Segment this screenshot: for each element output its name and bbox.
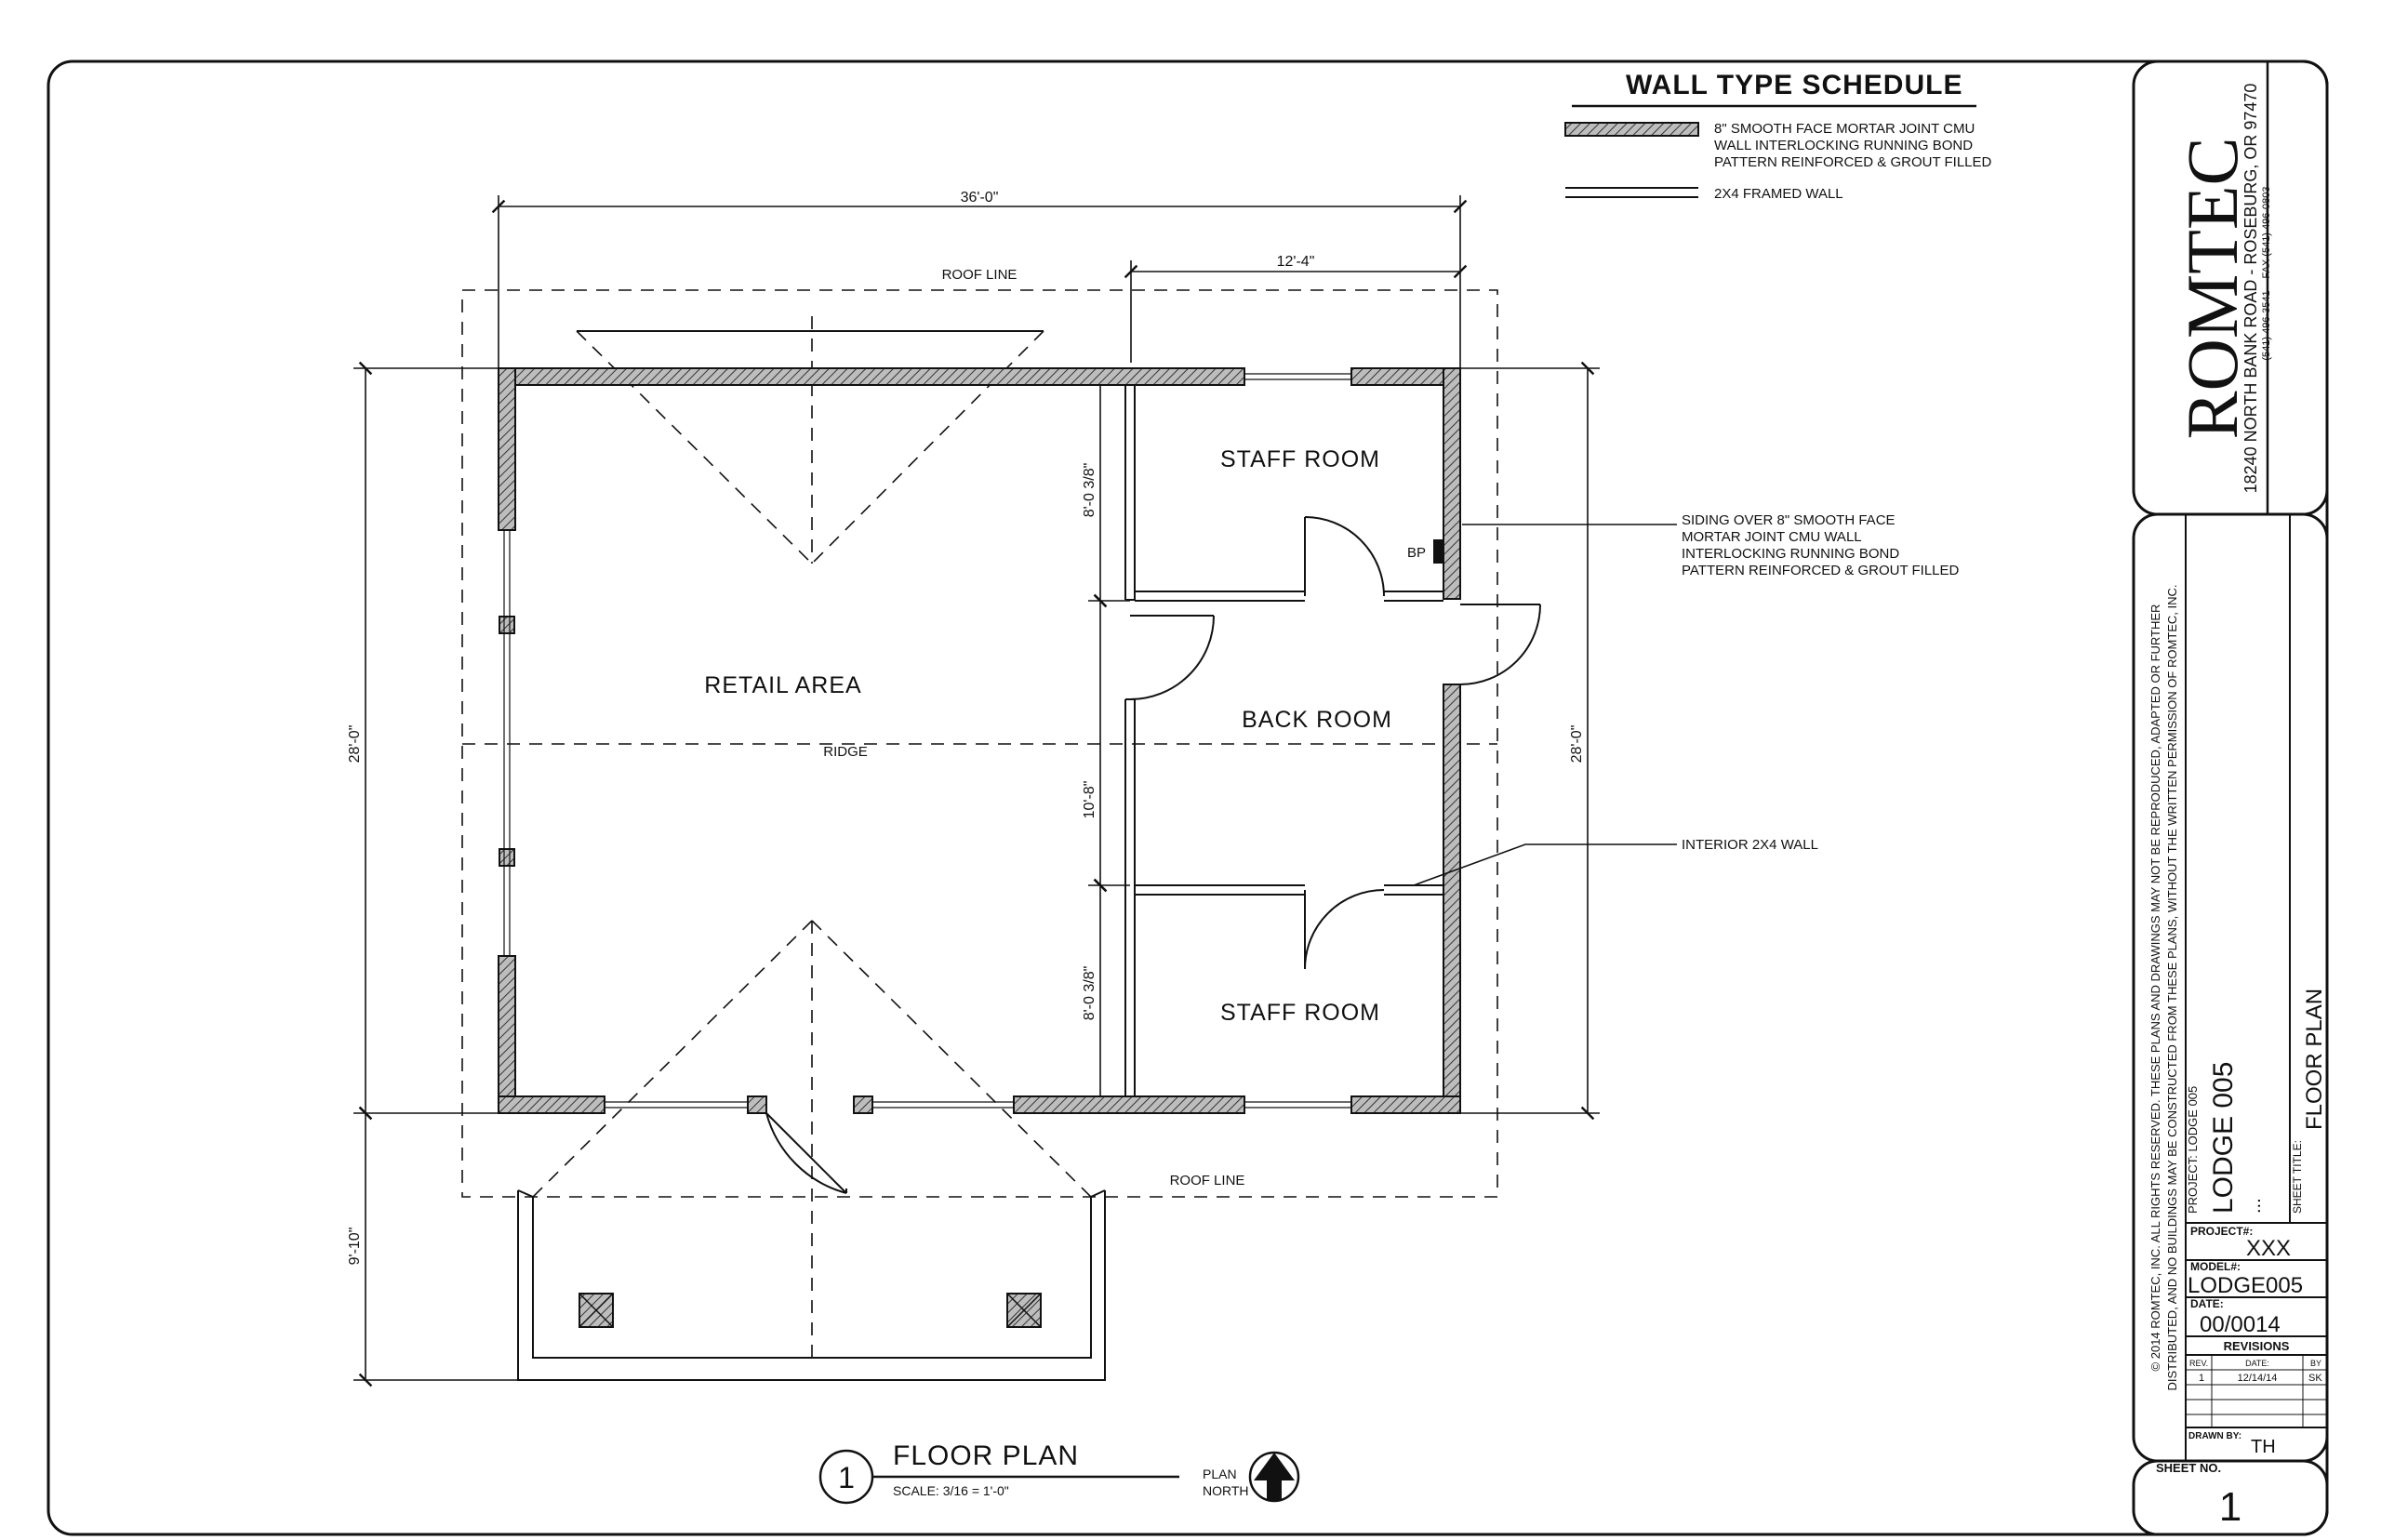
interior-wall-leader	[1413, 843, 1677, 886]
company-name: ROMTEC	[2172, 137, 2253, 439]
model-value: LODGE005	[2188, 1273, 2303, 1298]
siding-callout-2: MORTAR JOINT CMU WALL	[1682, 529, 1862, 545]
project-no-value: XXX	[2246, 1236, 2291, 1261]
romtec-logo: ROMTEC	[2172, 137, 2253, 439]
drawn-by-value: TH	[2251, 1437, 2276, 1457]
siding-callout-4: PATTERN REINFORCED & GROUT FILLED	[1682, 563, 1960, 578]
company-address: 18240 NORTH BANK ROAD - ROSEBURG, OR 974…	[2241, 84, 2260, 494]
dimension-lines	[353, 195, 1600, 1387]
drawing-title-text: FLOOR PLAN	[893, 1440, 1079, 1471]
date-col-label: DATE:	[2245, 1359, 2269, 1368]
wall-type-schedule: WALL TYPE SCHEDULE 8" SMOOTH FACE MORTAR…	[1564, 70, 1992, 202]
porch	[517, 1189, 1106, 1381]
dim-right-width: 12'-4"	[1277, 254, 1315, 270]
project-name-column: LODGE 005	[2208, 1062, 2239, 1214]
rev-col-label: REV.	[2189, 1359, 2208, 1368]
plan-north-label-1: PLAN	[1203, 1467, 1237, 1481]
drawn-by-label: DRAWN BY:	[2188, 1431, 2241, 1441]
date-value: 00/0014	[2200, 1312, 2281, 1337]
project-sub: ...	[2244, 1198, 2265, 1214]
project-column: PROJECT: LODGE 005	[2186, 1086, 2200, 1214]
revisions-label: REVISIONS	[2224, 1339, 2290, 1353]
sheet-no-value: 1	[2219, 1484, 2241, 1530]
project-no-label: PROJECT#:	[2190, 1225, 2253, 1238]
back-room-label: BACK ROOM	[1242, 707, 1392, 733]
exterior-cmu-walls	[498, 367, 1461, 1114]
staff-room-top-label: STAFF ROOM	[1220, 446, 1380, 472]
by-col-label: BY	[2310, 1359, 2321, 1368]
sheet-title-value: FLOOR PLAN	[2302, 989, 2327, 1130]
plan-north-label-2: NORTH	[1203, 1483, 1249, 1498]
dim-left-height: 28'-0"	[347, 725, 363, 763]
roof-line-label-top: ROOF LINE	[942, 267, 1018, 283]
project-label: PROJECT: LODGE 005	[2186, 1086, 2200, 1214]
dim-right-height: 28'-0"	[1569, 725, 1585, 763]
sheet-no-label: SHEET NO.	[2156, 1461, 2221, 1475]
cmu-line-1: 8" SMOOTH FACE MORTAR JOINT CMU	[1714, 121, 1975, 137]
retail-area-label: RETAIL AREA	[704, 672, 861, 698]
drawing-title: 1 FLOOR PLAN SCALE: 3/16 = 1'-0" PLAN NO…	[818, 1440, 1300, 1505]
date-label: DATE:	[2190, 1297, 2224, 1310]
drawing-scale: SCALE: 3/16 = 1'-0"	[893, 1483, 1009, 1498]
dim-porch-depth: 9'-10"	[347, 1228, 363, 1266]
sheet-title-value-column: FLOOR PLAN	[2302, 989, 2327, 1130]
copyright-line-2: DISTRIBUTED, AND NO BUILDINGS MAY BE CON…	[2165, 585, 2179, 1391]
wall-schedule-title: WALL TYPE SCHEDULE	[1626, 70, 1962, 100]
sheet-title-column: SHEET TITLE:	[2291, 1140, 2304, 1214]
cmu-line-3: PATTERN REINFORCED & GROUT FILLED	[1714, 154, 1992, 170]
sheet-title-label: SHEET TITLE:	[2291, 1140, 2304, 1214]
interior-wall-callout: INTERIOR 2X4 WALL	[1682, 837, 1818, 853]
bp-panel	[1433, 539, 1443, 564]
model-label: MODEL#:	[2190, 1260, 2241, 1273]
cmu-line-2: WALL INTERLOCKING RUNNING BOND	[1714, 138, 1973, 153]
siding-callout-1: SIDING OVER 8" SMOOTH FACE	[1682, 512, 1895, 528]
fax-text: FAX (541) 496-0803	[2261, 186, 2272, 278]
siding-callout-3: INTERLOCKING RUNNING BOND	[1682, 546, 1899, 562]
drawing-number: 1	[838, 1461, 855, 1494]
window-openings	[503, 373, 1351, 1109]
roof-line-label-bottom: ROOF LINE	[1170, 1173, 1245, 1188]
project-name: LODGE 005	[2208, 1062, 2239, 1214]
north-arrow-icon	[1248, 1451, 1300, 1503]
company-phone-fax: (541) 496-3541 FAX (541) 496-0803	[2261, 186, 2272, 360]
dim-staff-bottom: 8'-0 3/8"	[1082, 966, 1097, 1021]
framed-wall-label: 2X4 FRAMED WALL	[1714, 186, 1843, 202]
door-swings	[765, 516, 1541, 1194]
dim-staff-top: 8'-0 3/8"	[1082, 463, 1097, 518]
rev-date: 12/14/14	[2238, 1373, 2278, 1384]
interior-framed-walls	[1124, 385, 1443, 1096]
phone-text: (541) 496-3541	[2261, 290, 2272, 360]
ridge-label: RIDGE	[823, 744, 868, 760]
address-text: 18240 NORTH BANK ROAD - ROSEBURG, OR 974…	[2241, 84, 2260, 494]
staff-room-bottom-label: STAFF ROOM	[1220, 1000, 1380, 1026]
sheet-border	[47, 60, 2329, 1536]
project-sub-column: ...	[2244, 1198, 2265, 1214]
cmu-wall-swatch	[1564, 122, 1699, 137]
rev-number: 1	[2199, 1373, 2204, 1384]
title-block	[2132, 60, 2329, 1536]
bp-label: BP	[1407, 545, 1426, 561]
rev-by: SK	[2308, 1373, 2322, 1384]
dim-overall-width: 36'-0"	[961, 190, 999, 206]
dim-back-room: 10'-8"	[1082, 781, 1097, 819]
copyright-line-1: © 2014 ROMTEC, INC. ALL RIGHTS RESERVED.…	[2148, 604, 2162, 1372]
copyright-notice: © 2014 ROMTEC, INC. ALL RIGHTS RESERVED.…	[2148, 585, 2179, 1391]
